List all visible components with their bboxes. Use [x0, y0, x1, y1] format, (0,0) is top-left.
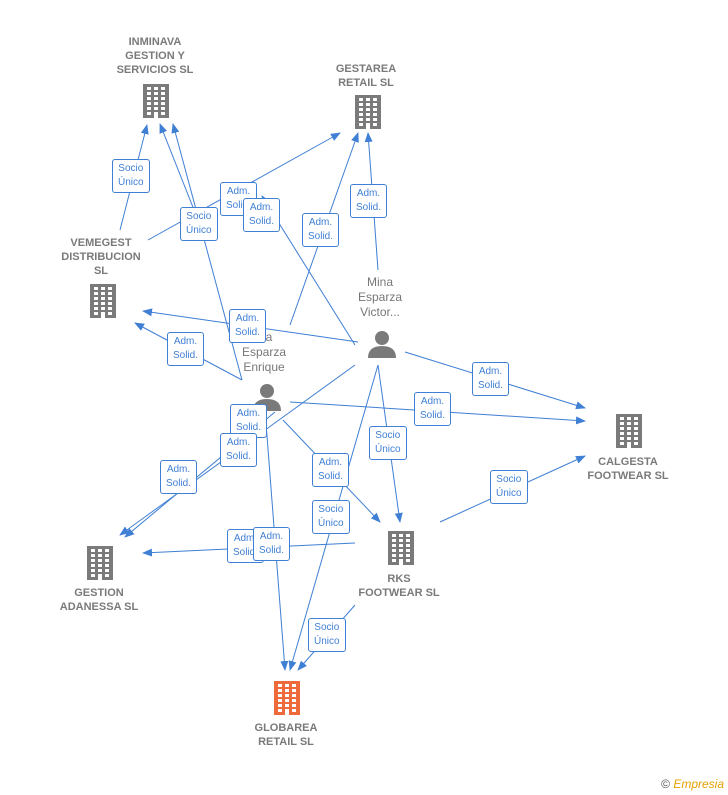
edge-label-1: Adm. Solid.	[220, 182, 258, 216]
edge-label-9: Adm. Solid.	[414, 392, 452, 426]
building-icon-rks[interactable]	[388, 531, 414, 565]
person-icon-mina[interactable]	[368, 331, 396, 358]
copyright: © Empresia	[661, 777, 724, 791]
edge-label-3: Adm. Solid.	[243, 198, 281, 232]
edge-label-0: Socio Único	[112, 159, 150, 193]
brand-name: Empresia	[673, 777, 724, 791]
company-label-adanessa[interactable]: GESTION ADANESSA SL	[59, 587, 139, 613]
edge-label-19: Socio Único	[308, 618, 346, 652]
company-label-calgesta[interactable]: CALGESTA FOOTWEAR SL	[587, 456, 669, 482]
edge-label-4: Adm. Solid.	[302, 213, 340, 247]
edge-label-15: Socio Único	[490, 470, 528, 504]
edge-label-7: Adm. Solid.	[229, 309, 267, 343]
edge-label-13: Adm. Solid.	[160, 460, 198, 494]
edge-label-8: Adm. Solid.	[472, 362, 510, 396]
node-icons	[87, 84, 642, 715]
company-label-vemegest[interactable]: VEMEGEST DISTRIBUCION SL	[61, 237, 141, 277]
edge-label-2: Socio Único	[180, 207, 218, 241]
building-icon-inminava[interactable]	[143, 84, 169, 118]
edge-label-5: Adm. Solid.	[350, 184, 388, 218]
edge-label-6: Adm. Solid.	[167, 332, 205, 366]
building-icon-vemegest[interactable]	[90, 284, 116, 318]
company-label-globarea[interactable]: GLOBAREA RETAIL SL	[254, 722, 318, 748]
building-icon-gestarea[interactable]	[355, 95, 381, 129]
edge-label-14: Adm. Solid.	[312, 453, 350, 487]
company-label-inminava[interactable]: INMINAVA GESTION Y SERVICIOS SL	[116, 36, 194, 76]
person-label-mina[interactable]: Mina Esparza Victor...	[357, 275, 403, 319]
edge-label-10: Socio Único	[369, 426, 407, 460]
edge-label-16: Socio Único	[312, 500, 350, 534]
building-icon-calgesta[interactable]	[616, 414, 642, 448]
edge-label-12: Adm. Solid.	[220, 433, 258, 467]
copyright-symbol: ©	[661, 777, 670, 791]
building-icon-globarea[interactable]	[274, 681, 300, 715]
company-label-rks[interactable]: RKS FOOTWEAR SL	[358, 573, 440, 599]
company-label-gestarea[interactable]: GESTAREA RETAIL SL	[335, 63, 397, 89]
building-icon-adanessa[interactable]	[87, 546, 113, 580]
edge-label-18: Adm. Solid.	[253, 527, 291, 561]
